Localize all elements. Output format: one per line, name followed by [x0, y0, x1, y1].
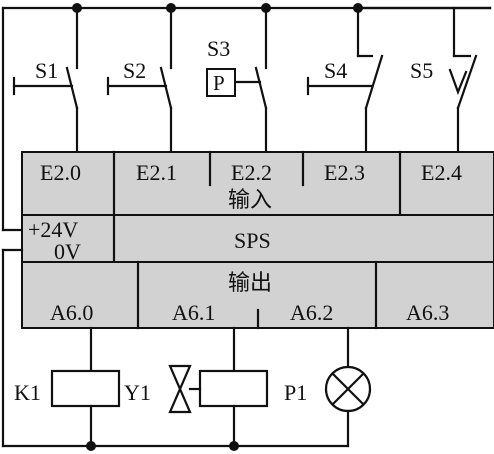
power-zero-label: 0V — [54, 239, 81, 264]
switch-s1-label: S1 — [35, 58, 58, 83]
valve-y1-label: Y1 — [124, 380, 151, 405]
solenoid-valve-y1: Y1 — [124, 326, 269, 448]
pressure-sensor-box — [206, 68, 236, 97]
input-e2-1-label: E2.1 — [136, 160, 177, 185]
switch-s1: S1 — [12, 6, 79, 154]
input-e2-0-label: E2.0 — [40, 160, 81, 185]
lamp-p1-label: P1 — [284, 380, 307, 405]
pressure-sensor-label: P — [213, 71, 225, 95]
output-a6-2-label: A6.2 — [290, 300, 333, 325]
switch-s2: S2 — [106, 6, 173, 154]
plc-input-block: E2.0 E2.1 E2.2 E2.3 E2.4 输入 — [21, 150, 494, 217]
output-a6-1-label: A6.1 — [172, 300, 215, 325]
output-section-label: 输出 — [228, 270, 272, 295]
switch-s5: S5 — [356, 6, 492, 154]
switch-s2-label: S2 — [123, 58, 146, 83]
input-section-label: 输入 — [228, 187, 272, 212]
input-e2-3-label: E2.3 — [324, 160, 365, 185]
input-e2-4-label: E2.4 — [421, 160, 462, 185]
switch-s3: P S3 — [206, 6, 268, 154]
relay-k1: K1 — [14, 326, 121, 448]
switch-s3-label: S3 — [207, 36, 230, 61]
switch-s5-label: S5 — [410, 58, 433, 83]
lamp-p1: P1 — [284, 326, 372, 448]
power-plus-label: +24V — [28, 217, 78, 242]
switch-s4: S4 — [306, 6, 384, 154]
relay-k1-label: K1 — [14, 380, 41, 405]
output-a6-0-label: A6.0 — [50, 300, 93, 325]
switch-s4-label: S4 — [324, 58, 347, 83]
plc-title: SPS — [234, 228, 271, 253]
plc-power-block: +24V 0V SPS — [21, 213, 494, 264]
output-a6-3-label: A6.3 — [406, 300, 449, 325]
plc-output-block: 输出 A6.0 A6.1 A6.2 A6.3 — [21, 260, 494, 330]
input-e2-2-label: E2.2 — [231, 160, 272, 185]
